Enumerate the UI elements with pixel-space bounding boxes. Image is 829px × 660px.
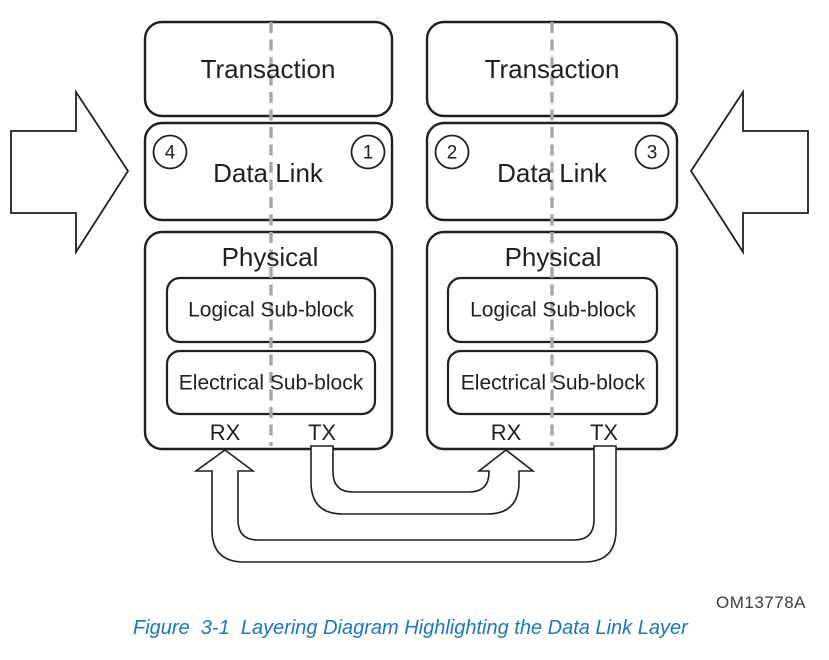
tx-label-left: TX bbox=[307, 420, 337, 445]
data-link-label-right: Data Link bbox=[497, 158, 607, 188]
badge-2-label: 2 bbox=[446, 142, 458, 164]
tx-to-rx-link-upper bbox=[310, 445, 536, 515]
figure-caption: Figure 3-1 Layering Diagram Highlighting… bbox=[133, 617, 688, 639]
tx-to-rx-link-lower bbox=[193, 445, 617, 563]
badge-4-label: 4 bbox=[164, 142, 176, 164]
badge-3-label: 3 bbox=[646, 142, 658, 164]
electrical-subblock-label-left: Electrical Sub-block bbox=[178, 371, 364, 395]
data-link-box-left bbox=[143, 121, 394, 222]
transaction-label-left: Transaction bbox=[200, 54, 336, 84]
figure-reference-code: OM13778A bbox=[716, 593, 806, 612]
flow-arrow-right-icon bbox=[10, 88, 130, 256]
data-link-label-left: Data Link bbox=[213, 158, 323, 188]
flow-arrow-left-icon bbox=[689, 88, 809, 256]
electrical-subblock-label-right: Electrical Sub-block bbox=[460, 371, 646, 395]
tx-label-right: TX bbox=[589, 420, 619, 445]
logical-subblock-label-left: Logical Sub-block bbox=[188, 298, 354, 322]
logical-subblock-label-right: Logical Sub-block bbox=[470, 298, 636, 322]
badge-circle-4 bbox=[152, 134, 188, 170]
rx-label-right: RX bbox=[490, 420, 522, 445]
badge-1-label: 1 bbox=[362, 142, 374, 164]
rx-label-left: RX bbox=[209, 420, 241, 445]
physical-label-right: Physical bbox=[504, 242, 602, 272]
transaction-label-right: Transaction bbox=[484, 54, 620, 84]
transaction-box-left bbox=[143, 20, 394, 118]
badge-circle-2 bbox=[434, 134, 470, 170]
badge-circle-1 bbox=[350, 134, 386, 170]
physical-label-left: Physical bbox=[221, 242, 319, 272]
badge-circle-3 bbox=[634, 134, 670, 170]
